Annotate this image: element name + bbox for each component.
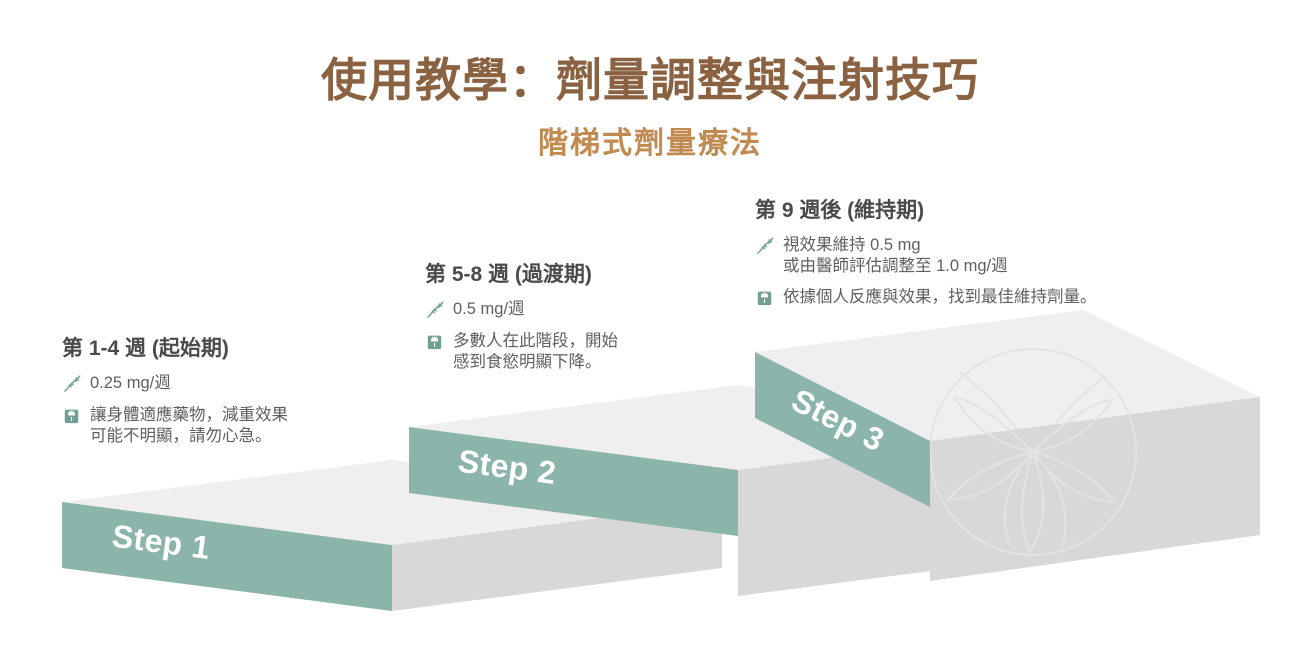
step-3-block[interactable] xyxy=(755,310,1260,581)
step-2-dose: 0.5 mg/週 xyxy=(453,300,525,318)
page-subtitle: 階梯式劑量療法 xyxy=(538,127,762,160)
step-1-caption: 第 1-4 週 (起始期) 0.25 mg/週 xyxy=(62,332,288,457)
step-2-note: 多數人在此階段，開始 感到食慾明顯下降。 xyxy=(453,332,618,372)
step-3-dose: 視效果維持 0.5 mg 或由醫師評估調整至 1.0 mg/週 xyxy=(783,236,1008,276)
step-1-front-face xyxy=(62,502,392,611)
syringe-icon xyxy=(425,300,445,322)
step-2-front-face xyxy=(409,427,738,536)
syringe-icon xyxy=(62,374,82,396)
step-1-heading: 第 1-4 週 (起始期) xyxy=(62,337,229,360)
step-3-caption: 第 9 週後 (維持期) 視效果維持 0.5 mg 或由醫師評估調整至 1.0 … xyxy=(755,194,1097,319)
scale-icon xyxy=(755,288,775,310)
step-1-dose: 0.25 mg/週 xyxy=(90,374,171,392)
scale-icon xyxy=(425,332,445,354)
step-1-note-row: 讓身體適應藥物，減重效果 可能不明顯，請勿心急。 xyxy=(62,405,288,448)
step-2-note-row: 多數人在此階段，開始 感到食慾明顯下降。 xyxy=(425,331,618,374)
step-1-side xyxy=(392,502,722,611)
step-2-dose-row: 0.5 mg/週 xyxy=(425,299,618,322)
page-title: 使用教學：劑量調整與注射技巧 xyxy=(321,55,979,106)
step-3-side xyxy=(930,397,1260,581)
step-1-note: 讓身體適應藥物，減重效果 可能不明顯，請勿心急。 xyxy=(90,406,288,446)
step-2-heading: 第 5-8 週 (過渡期) xyxy=(425,263,592,286)
step-3-front-face xyxy=(755,352,930,507)
step-2-caption: 第 5-8 週 (過渡期) 0.5 mg/週 xyxy=(425,258,618,383)
step-3-top xyxy=(755,310,1260,441)
step-3-heading: 第 9 週後 (維持期) xyxy=(755,199,925,222)
step-3-dose-row: 視效果維持 0.5 mg 或由醫師評估調整至 1.0 mg/週 xyxy=(755,235,1097,278)
step-3-note: 依據個人反應與效果，找到最佳維持劑量。 xyxy=(783,287,1097,306)
step-3-note-row: 依據個人反應與效果，找到最佳維持劑量。 xyxy=(755,287,1097,310)
botanical-circle-watermark xyxy=(928,347,1138,557)
syringe-icon xyxy=(755,236,775,258)
scale-icon xyxy=(62,406,82,428)
step-1-dose-row: 0.25 mg/週 xyxy=(62,373,288,396)
